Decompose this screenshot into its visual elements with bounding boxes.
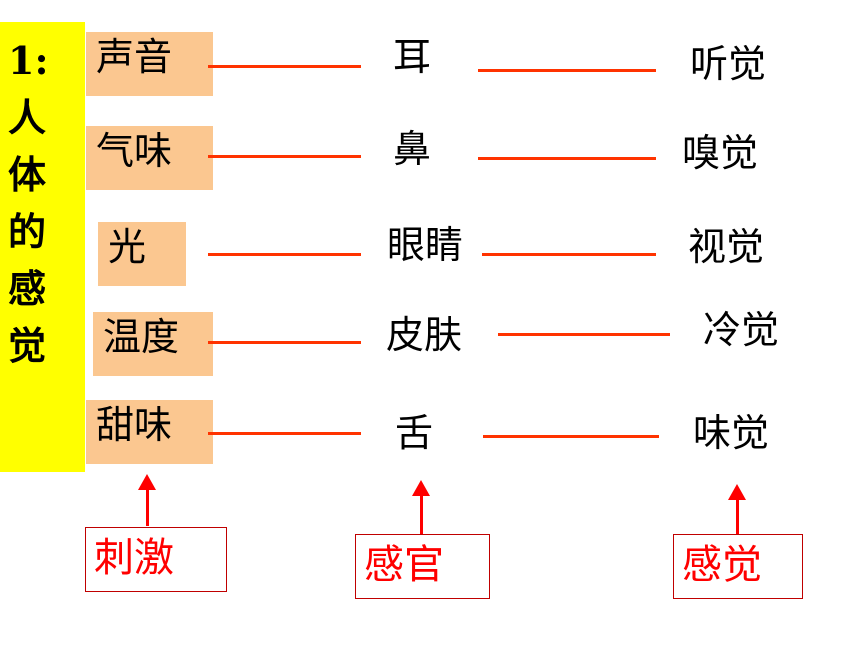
- connector-line: [208, 155, 361, 158]
- stimulus-label: 甜味: [96, 403, 173, 447]
- connector-line: [482, 253, 656, 256]
- stimulus-label: 声音: [96, 35, 173, 79]
- connector-line: [208, 253, 361, 256]
- connector-line: [478, 69, 656, 72]
- sense-category-label: 感觉: [673, 534, 803, 599]
- organ-label: 耳: [393, 35, 432, 79]
- organ-label: 舌: [395, 411, 434, 455]
- organ-label: 皮肤: [386, 313, 463, 357]
- connector-line: [483, 435, 659, 438]
- stimulus-box-smell: 气味: [86, 126, 213, 190]
- connector-line: [498, 333, 670, 336]
- stimulus-box-light: 光: [98, 222, 186, 286]
- up-arrow-icon: [138, 474, 156, 490]
- organ-label: 眼睛: [387, 223, 464, 267]
- stimulus-label: 光: [108, 225, 147, 269]
- arrow-shaft: [146, 488, 149, 526]
- stimulus-label: 气味: [96, 129, 173, 173]
- arrow-shaft: [736, 498, 739, 534]
- organ-label: 鼻: [393, 127, 432, 171]
- sense-label: 嗅觉: [682, 131, 759, 175]
- sense-label: 视觉: [688, 225, 765, 269]
- stimulus-category-label: 刺激: [85, 527, 227, 592]
- connector-line: [478, 157, 656, 160]
- page-title: 1: 人 体 的 感 觉: [8, 38, 49, 368]
- stimulus-box-temperature: 温度: [93, 312, 213, 376]
- sense-label: 味觉: [693, 411, 770, 455]
- connector-line: [208, 432, 361, 435]
- sense-label: 听觉: [690, 42, 767, 86]
- up-arrow-icon: [412, 480, 430, 496]
- connector-line: [208, 65, 361, 68]
- stimulus-box-sweet: 甜味: [86, 400, 213, 464]
- arrow-shaft: [420, 494, 423, 534]
- up-arrow-icon: [728, 484, 746, 500]
- connector-line: [208, 341, 361, 344]
- stimulus-label: 温度: [103, 315, 180, 359]
- stimulus-box-sound: 声音: [86, 32, 213, 96]
- title-sidebar: [0, 22, 85, 472]
- organ-category-label: 感官: [355, 534, 490, 599]
- sense-label: 冷觉: [703, 308, 780, 352]
